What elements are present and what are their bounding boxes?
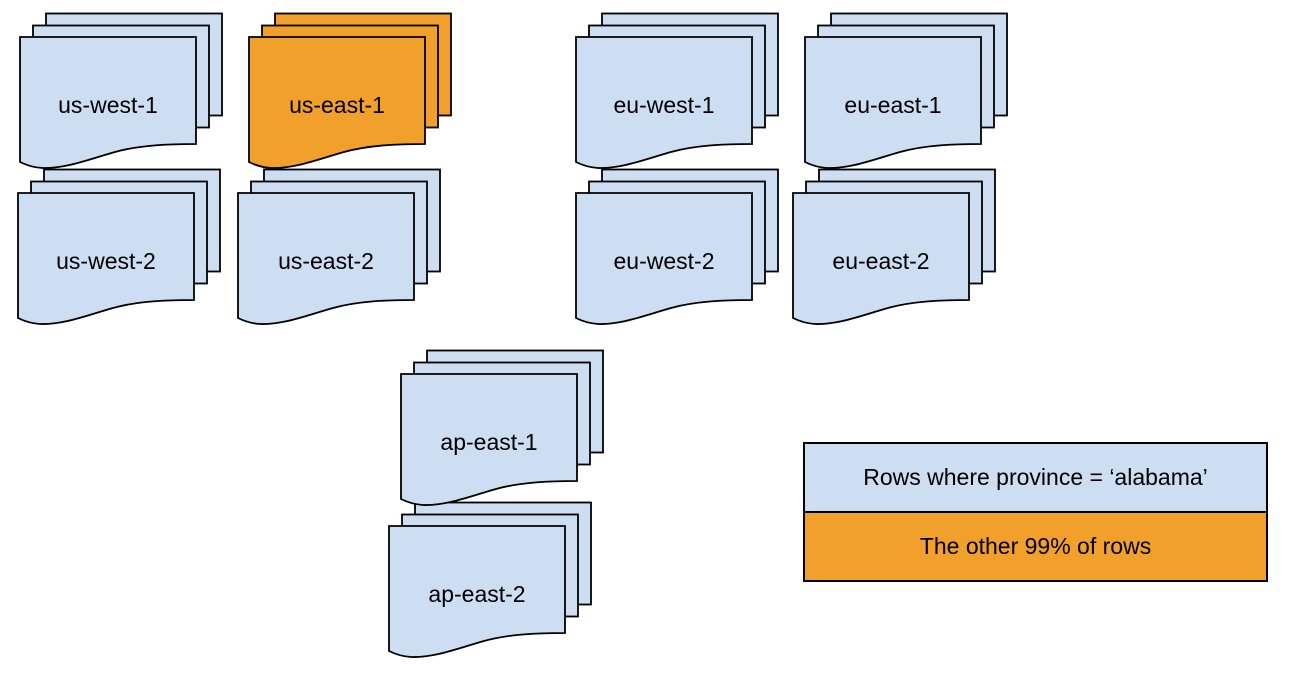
region-stack-eu-east-1: eu-east-1	[804, 12, 1010, 172]
legend-label-alabama-rows: Rows where province = ‘alabama’	[863, 464, 1208, 490]
document-front	[388, 525, 566, 658]
document-front	[19, 36, 197, 169]
region-label: us-west-1	[58, 92, 158, 118]
region-stack-us-west-1: us-west-1	[19, 12, 225, 172]
document-front	[237, 192, 415, 325]
region-label: eu-west-1	[614, 92, 715, 118]
legend-item-alabama-rows: Rows where province = ‘alabama’	[805, 444, 1266, 511]
region-label: us-east-2	[278, 248, 374, 274]
document-front	[400, 373, 578, 506]
region-label: ap-east-1	[440, 429, 537, 455]
document-front	[575, 192, 753, 325]
region-stack-us-east-2: us-east-2	[237, 168, 443, 328]
region-label: us-west-2	[56, 248, 156, 274]
region-label: eu-east-2	[832, 248, 929, 274]
region-stack-eu-east-2: eu-east-2	[792, 168, 998, 328]
region-stack-eu-west-1: eu-west-1	[575, 12, 781, 172]
region-label: ap-east-2	[428, 581, 525, 607]
document-front	[804, 36, 982, 169]
document-front	[248, 36, 426, 169]
document-front	[792, 192, 970, 325]
region-stack-ap-east-2: ap-east-2	[388, 501, 594, 661]
region-stack-us-east-1: us-east-1	[248, 12, 454, 172]
region-stack-us-west-2: us-west-2	[17, 168, 223, 328]
region-stack-ap-east-1: ap-east-1	[400, 349, 606, 509]
region-label: eu-west-2	[614, 248, 715, 274]
legend-label-other-rows: The other 99% of rows	[919, 533, 1152, 559]
document-front	[17, 192, 195, 325]
legend-item-other-rows: The other 99% of rows	[805, 511, 1266, 580]
legend: Rows where province = ‘alabama’ The othe…	[803, 442, 1268, 582]
region-label: us-east-1	[289, 92, 385, 118]
region-stack-eu-west-2: eu-west-2	[575, 168, 781, 328]
document-front	[575, 36, 753, 169]
region-label: eu-east-1	[844, 92, 941, 118]
